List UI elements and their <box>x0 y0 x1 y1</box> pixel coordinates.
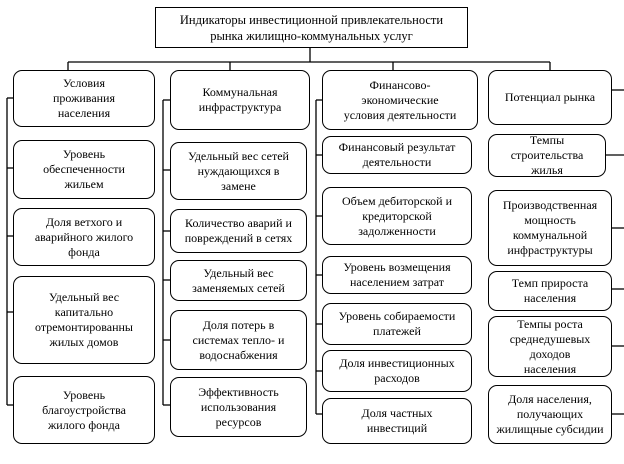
col4-item-box: Производственная мощность коммунальной и… <box>488 190 612 266</box>
col4-header-box: Потенциал рынка <box>488 70 612 125</box>
col4-item-box: Темп прироста населения <box>488 271 612 311</box>
col3-item-box: Финансовый результат деятельности <box>322 136 472 174</box>
col2-item-box: Доля потерь в системах тепло- и водоснаб… <box>170 310 307 370</box>
col2-item-box: Удельный вес заменяемых сетей <box>170 260 307 301</box>
col1-item-box: Уровень благоустройства жилого фонда <box>13 376 155 444</box>
col3-item-box: Объем дебиторской и кредиторской задолже… <box>322 187 472 245</box>
col3-header-box: Финансово- экономические условия деятель… <box>322 70 478 130</box>
col3-item-box: Уровень возмещения населением затрат <box>322 256 472 294</box>
col1-item-box: Доля ветхого и аварийного жилого фонда <box>13 208 155 266</box>
col4-item-box: Темпы строительства жилья <box>488 134 606 177</box>
col2-item-box: Количество аварий и повреждений в сетях <box>170 209 307 253</box>
col4-item-box: Доля населения, получающих жилищные субс… <box>488 385 612 444</box>
col3-item-box: Доля частных инвестиций <box>322 398 472 444</box>
col2-item-box: Эффективность использования ресурсов <box>170 377 307 437</box>
col1-item-box: Удельный вес капитально отремонтированны… <box>13 276 155 364</box>
col4-item-box: Темпы роста среднедушевых доходов населе… <box>488 316 612 377</box>
col3-item-box: Уровень собираемости платежей <box>322 303 472 345</box>
col1-header-box: Условия проживания населения <box>13 70 155 127</box>
col2-header-box: Коммунальная инфраструктура <box>170 70 310 130</box>
diagram-title-box: Индикаторы инвестиционной привлекательно… <box>155 7 468 48</box>
col2-item-box: Удельный вес сетей нуждающихся в замене <box>170 142 307 200</box>
col3-item-box: Доля инвестиционных расходов <box>322 350 472 392</box>
col1-item-box: Уровень обеспеченности жильем <box>13 140 155 199</box>
